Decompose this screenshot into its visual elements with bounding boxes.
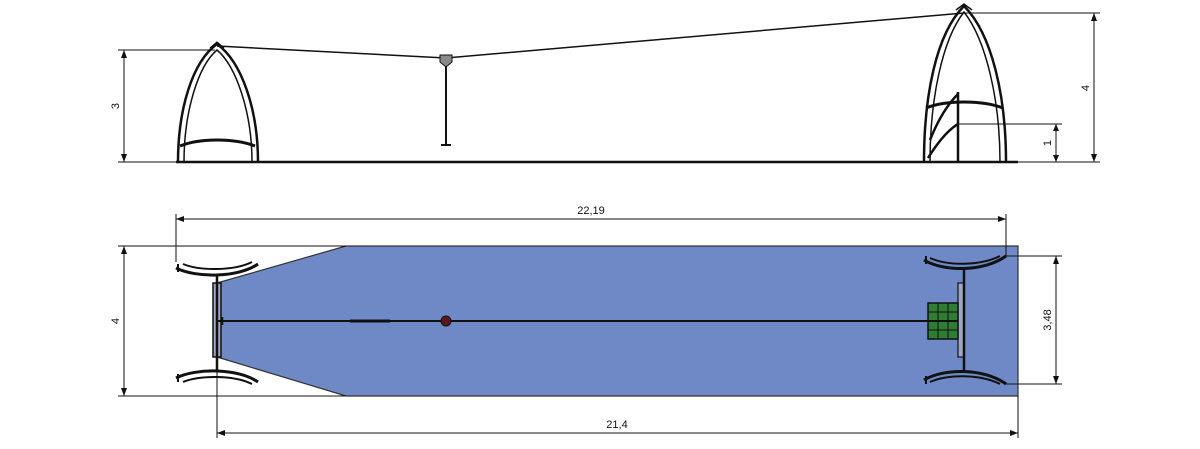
dim-right-height-label: 4 xyxy=(1080,85,1092,91)
net-line-plan xyxy=(217,315,958,327)
dim-right-small-label: 1 xyxy=(1042,140,1054,146)
right-goal-elevation xyxy=(922,3,1008,163)
dim-left-height: 3 xyxy=(110,49,215,163)
dim-left-height-label: 3 xyxy=(110,103,122,109)
net-line xyxy=(216,12,965,59)
left-goal-elevation xyxy=(176,41,260,163)
dim-right-small: 1 xyxy=(958,123,1062,162)
right-goal-plan xyxy=(923,254,1007,386)
dim-bottom-length-label: 21,4 xyxy=(606,419,627,431)
center-pole-plan xyxy=(440,315,452,327)
center-pole xyxy=(439,54,453,146)
plan-view: 22,19 21,4 4 3,48 xyxy=(110,205,1062,438)
dim-left-width-label: 4 xyxy=(110,318,122,324)
dim-top-length-label: 22,19 xyxy=(577,205,605,217)
dim-left-width: 4 xyxy=(110,245,346,397)
dim-right-width: 3,48 xyxy=(1006,255,1062,385)
dim-bottom-length: 21,4 xyxy=(216,357,1019,438)
dim-right-width-label: 3,48 xyxy=(1042,309,1054,330)
dim-top-length: 22,19 xyxy=(175,205,1007,262)
elevation-view: 3 4 1 xyxy=(110,3,1100,164)
dim-right-height: 4 xyxy=(964,12,1100,163)
